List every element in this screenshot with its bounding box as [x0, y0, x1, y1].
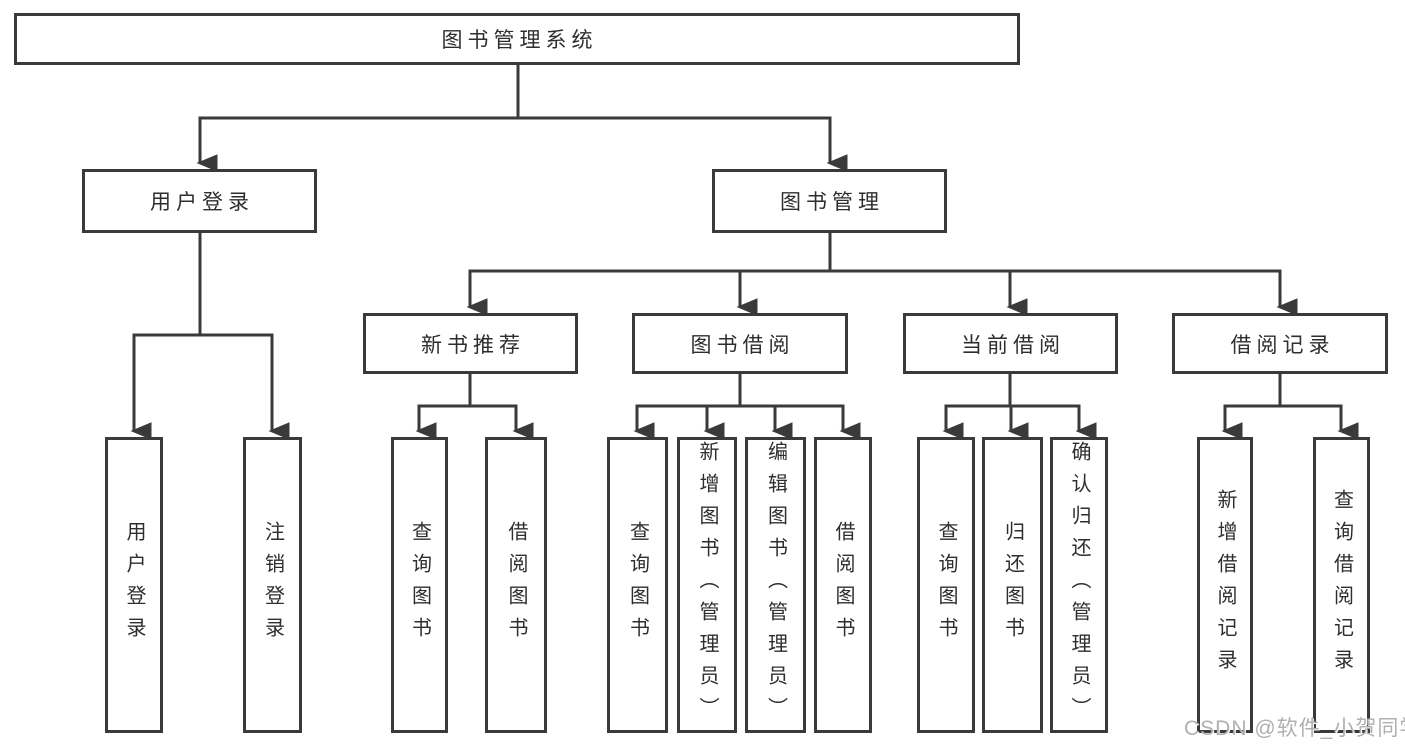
- leaf-borrow-books-recommend: 借阅图书: [485, 437, 547, 733]
- node-borrow-records: 借阅记录: [1172, 313, 1388, 374]
- csdn-watermark: CSDN @软件_小贺同学: [1184, 717, 1405, 740]
- node-book-management: 图书管理: [712, 169, 947, 233]
- leaf-user-login: 用户登录: [105, 437, 163, 733]
- leaf-edit-book-admin: 编辑图书（管理员）: [745, 437, 806, 733]
- leaf-logout: 注销登录: [243, 437, 302, 733]
- leaf-confirm-return-admin: 确认归还（管理员）: [1050, 437, 1108, 733]
- leaf-query-books-current: 查询图书: [917, 437, 975, 733]
- node-library-management-system: 图书管理系统: [14, 13, 1020, 65]
- leaf-query-books-borrow: 查询图书: [607, 437, 668, 733]
- leaf-borrow-books: 借阅图书: [814, 437, 872, 733]
- node-book-borrowing: 图书借阅: [632, 313, 848, 374]
- node-user-login: 用户登录: [82, 169, 317, 233]
- node-current-borrowing: 当前借阅: [903, 313, 1118, 374]
- leaf-add-borrow-record: 新增借阅记录: [1197, 437, 1253, 733]
- leaf-add-book-admin: 新增图书（管理员）: [677, 437, 737, 733]
- leaf-query-borrow-record: 查询借阅记录: [1313, 437, 1370, 733]
- leaf-return-book: 归还图书: [982, 437, 1043, 733]
- leaf-query-books-recommend: 查询图书: [391, 437, 448, 733]
- node-new-book-recommend: 新书推荐: [363, 313, 578, 374]
